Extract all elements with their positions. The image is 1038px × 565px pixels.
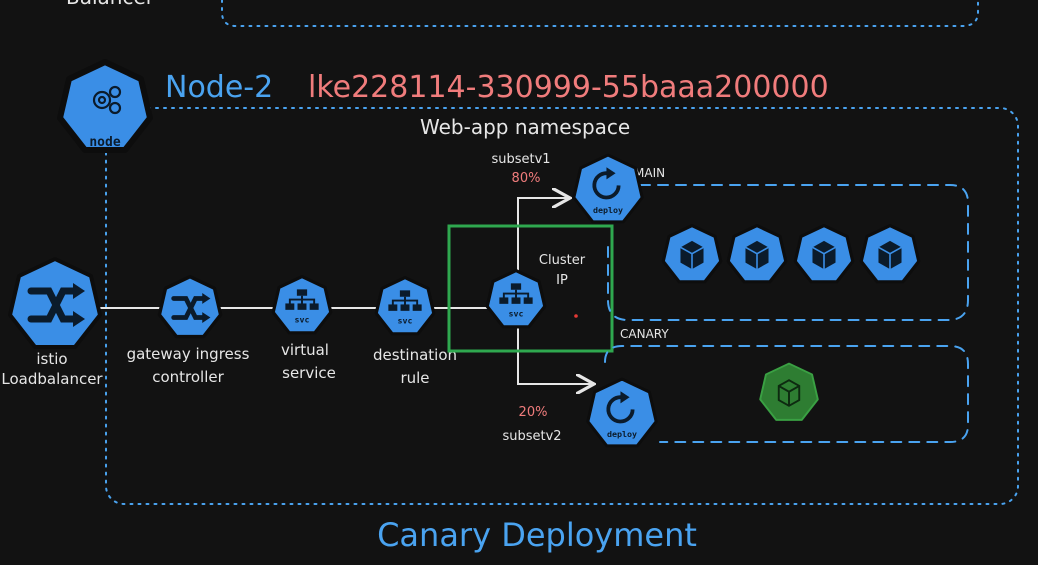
- istio-loadbalancer-icon: [8, 257, 102, 349]
- subsetv1-pct: 80%: [512, 171, 541, 186]
- main-group-box: [607, 184, 969, 321]
- istio-label-1: istio: [36, 350, 67, 368]
- virtual-service-icon: svc: [271, 274, 333, 335]
- canary-group-box: [604, 345, 969, 443]
- pod-icon: [793, 223, 855, 284]
- top-partial-container: Balancer: [66, 0, 979, 27]
- main-pods: [661, 223, 921, 284]
- destination-rule-icon-label: svc: [397, 316, 412, 326]
- red-dot: [574, 314, 578, 318]
- destination-rule-label-2: rule: [400, 369, 429, 387]
- cluster-ip-highlight: [447, 224, 614, 353]
- node-id: lke228114-330999-55baaa200000: [308, 70, 829, 105]
- gateway-ingress-icon: [157, 275, 223, 339]
- deploy-v2-icon: deploy: [586, 377, 658, 448]
- subsetv2-label: subsetv2: [502, 429, 561, 444]
- pod-icon: [859, 223, 921, 284]
- deploy-v1-icon: deploy: [572, 153, 644, 224]
- subsetv2-pct: 20%: [519, 405, 548, 420]
- virtual-service-icon-label: svc: [294, 315, 309, 325]
- namespace-label: Web-app namespace: [420, 115, 630, 139]
- node-title: Node-2: [165, 70, 273, 105]
- virtual-service-label-1: virtual: [281, 341, 329, 359]
- bottom-title: Canary Deployment: [377, 516, 697, 554]
- gateway-label-2: controller: [152, 368, 224, 386]
- gateway-label-1: gateway ingress: [127, 345, 250, 363]
- canary-pod-icon: [759, 362, 819, 421]
- node-icon: node: [60, 62, 150, 150]
- main-group-label: MAIN: [634, 166, 665, 180]
- deploy-v2-label: deploy: [607, 429, 637, 439]
- node-icon-label: node: [89, 135, 120, 150]
- pod-icon: [726, 223, 788, 284]
- cluster-ip-svc-icon-label: svc: [508, 309, 523, 319]
- canary-group-label: CANARY: [620, 327, 669, 341]
- top-partial-label: Balancer: [66, 0, 155, 9]
- subsetv1-label: subsetv1: [491, 152, 550, 167]
- node-container: [105, 107, 1019, 505]
- istio-label-2: Loadbalancer: [1, 370, 103, 388]
- pod-icon: [661, 223, 723, 284]
- deploy-v1-label: deploy: [593, 205, 623, 215]
- destination-rule-icon: svc: [374, 275, 436, 336]
- virtual-service-label-2: service: [282, 364, 336, 382]
- cluster-ip-label-2: IP: [556, 273, 568, 288]
- cluster-ip-label-1: Cluster: [539, 253, 586, 268]
- destination-rule-label-1: destination: [373, 346, 457, 364]
- cluster-ip-svc-icon: svc: [485, 268, 547, 329]
